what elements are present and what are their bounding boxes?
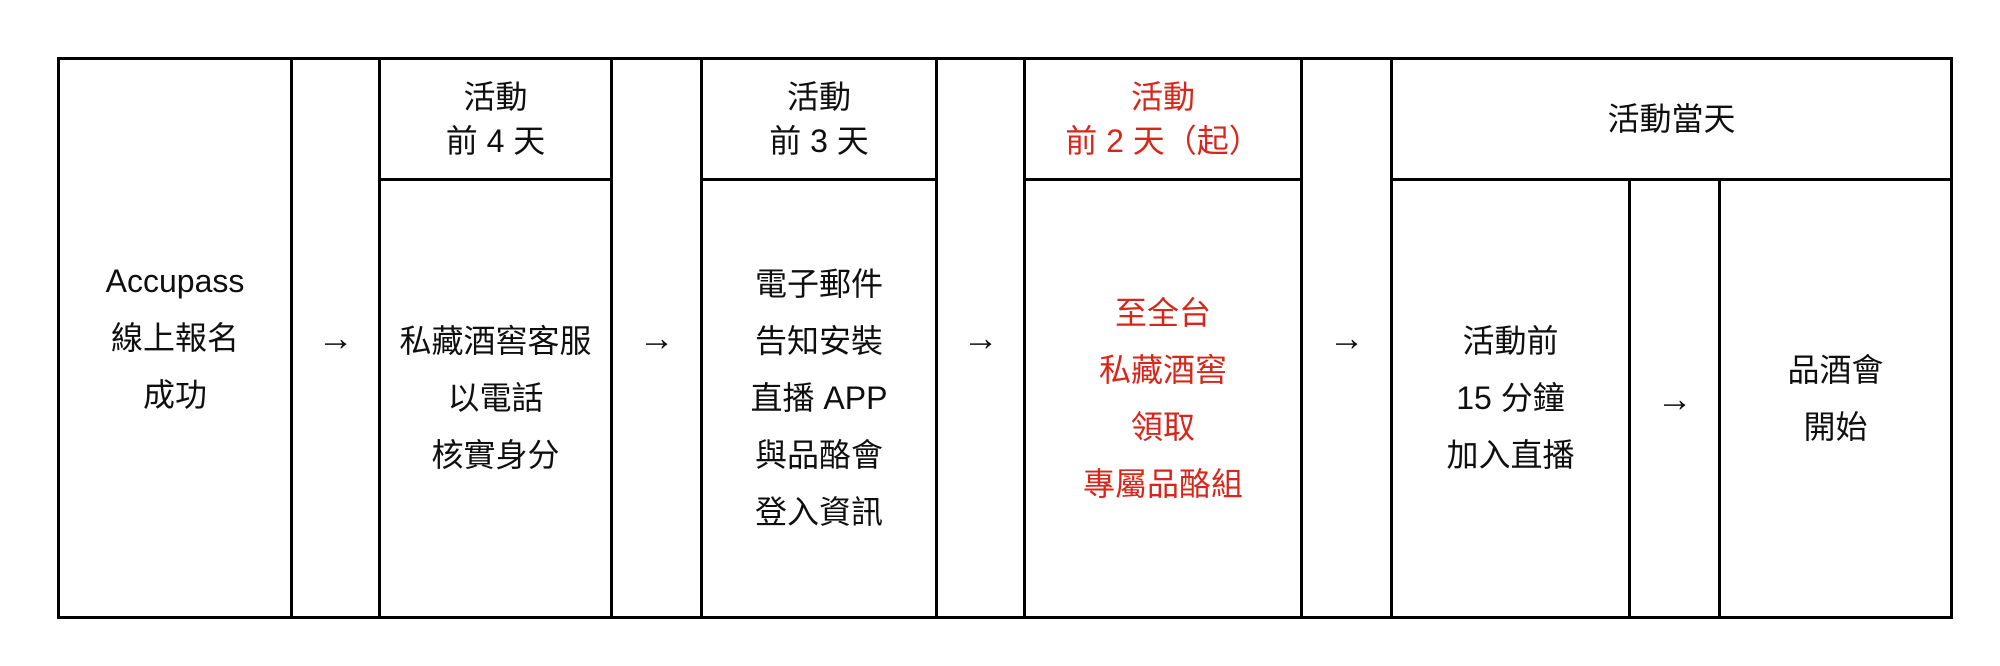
arrow-cell-4: →: [1300, 57, 1393, 619]
step2-header-cell: 活動 前 4 天: [378, 57, 613, 181]
step4-body-cell: 至全台 私藏酒窖 領取 專屬品酪組: [1023, 178, 1303, 619]
flow-table: Accupass 線上報名 成功 → 活動 前 4 天 → 活動 前 3 天 →: [57, 57, 1953, 619]
step4-header-text: 活動 前 2 天（起）: [1065, 79, 1261, 159]
arrow-right-icon: →: [1328, 317, 1365, 358]
step3-body-cell: 電子郵件 告知安裝 直播 APP 與品酪會 登入資訊: [700, 178, 938, 619]
step5-sub2-text: 品酒會 開始: [1787, 351, 1884, 445]
step5-header-text: 活動當天: [1607, 101, 1736, 137]
step3-body-text: 電子郵件 告知安裝 直播 APP 與品酪會 登入資訊: [750, 266, 888, 530]
step5-sub2-cell: 品酒會 開始: [1718, 178, 1953, 619]
step3-header-cell: 活動 前 3 天: [700, 57, 938, 181]
step1-text: Accupass 線上報名 成功: [105, 262, 245, 413]
step2-body-cell: 私藏酒窖客服 以電話 核實身分: [378, 178, 613, 619]
step3-header-text: 活動 前 3 天: [769, 79, 869, 159]
step2-header-text: 活動 前 4 天: [445, 79, 546, 159]
step5-sub1-text: 活動前 15 分鐘 加入直播: [1446, 323, 1575, 473]
arrow-cell-2: →: [610, 57, 703, 619]
step5-sub1-cell: 活動前 15 分鐘 加入直播: [1390, 178, 1631, 619]
step2-body-text: 私藏酒窖客服 以電話 核實身分: [399, 323, 592, 473]
arrow-cell-3: →: [935, 57, 1026, 619]
arrow-right-icon: →: [638, 317, 675, 358]
arrow-right-icon: →: [317, 317, 354, 358]
step1-cell: Accupass 線上報名 成功: [57, 57, 293, 619]
arrow-cell-1: →: [290, 57, 381, 619]
arrow-right-icon: →: [962, 317, 999, 358]
arrow-cell-5: →: [1628, 178, 1721, 619]
step4-body-text: 至全台 私藏酒窖 領取 專屬品酪組: [1082, 294, 1243, 502]
step5-header-cell: 活動當天: [1390, 57, 1953, 181]
arrow-right-icon: →: [1656, 377, 1693, 419]
step4-header-cell: 活動 前 2 天（起）: [1023, 57, 1303, 181]
